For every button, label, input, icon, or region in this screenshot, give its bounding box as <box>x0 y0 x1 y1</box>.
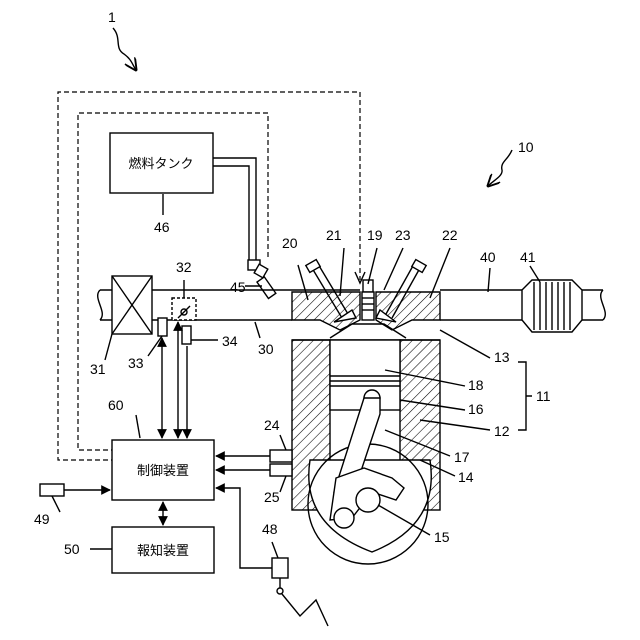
air-cleaner <box>112 276 152 334</box>
ref-45: 45 <box>230 279 246 295</box>
ref-18: 18 <box>468 377 484 393</box>
ref-50: 50 <box>64 541 80 557</box>
ref-23: 23 <box>395 227 411 243</box>
ref-60: 60 <box>108 397 124 413</box>
ref-30: 30 <box>258 341 274 357</box>
ref-33: 33 <box>128 355 144 371</box>
sensor-49 <box>40 484 64 496</box>
control-device-label: 制御装置 <box>137 463 189 478</box>
sensor-33 <box>158 318 167 336</box>
fuel-injector <box>248 260 276 298</box>
spark-plug <box>362 280 374 320</box>
ref-22: 22 <box>442 227 458 243</box>
ref-19: 19 <box>367 227 383 243</box>
sensor-24 <box>270 450 292 462</box>
ref-13: 13 <box>494 349 510 365</box>
fuel-line <box>213 158 256 260</box>
catalytic-converter <box>522 280 582 332</box>
ref-48: 48 <box>262 521 278 537</box>
ref-1: 1 <box>108 9 116 25</box>
ref-10: 10 <box>518 139 534 155</box>
ref-24: 24 <box>264 417 280 433</box>
throttle-valve <box>172 298 196 320</box>
leader-1 <box>113 28 136 70</box>
ref-16: 16 <box>468 401 484 417</box>
leader-10 <box>488 150 512 186</box>
ref-41: 41 <box>520 249 536 265</box>
ref-11: 11 <box>536 388 551 404</box>
ref-49: 49 <box>34 511 50 527</box>
fuel-tank-label: 燃料タンク <box>128 156 193 171</box>
ref-40: 40 <box>480 249 496 265</box>
ref-32: 32 <box>176 259 192 275</box>
ref-34: 34 <box>222 333 238 349</box>
ref-15: 15 <box>434 529 450 545</box>
bracket-11 <box>518 362 532 430</box>
ref-25: 25 <box>264 489 280 505</box>
accelerator-pedal-sensor <box>272 558 328 626</box>
ref-20: 20 <box>282 235 298 251</box>
ref-14: 14 <box>458 469 474 485</box>
ref-17: 17 <box>454 449 470 465</box>
ref-31: 31 <box>90 361 106 377</box>
ref-21: 21 <box>326 227 342 243</box>
notification-device-label: 報知装置 <box>137 543 189 558</box>
ref-46: 46 <box>154 219 170 235</box>
ref-12: 12 <box>494 423 510 439</box>
sensor-25 <box>270 464 292 476</box>
sensor-34 <box>182 326 191 344</box>
